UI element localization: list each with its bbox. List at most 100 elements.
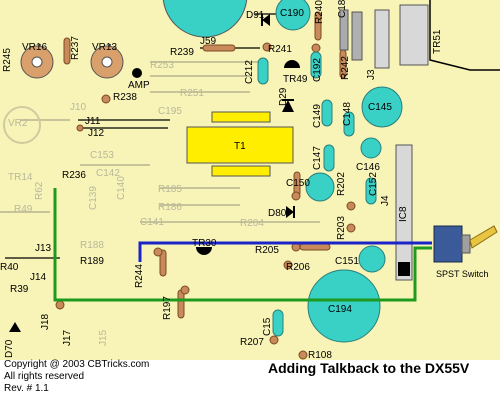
labels: VR16 VR13 R237 R245 VR2 J59 R239 R253 R2… — [0, 0, 488, 360]
label-j12: J12 — [88, 128, 105, 139]
ic8-chip — [395, 144, 413, 281]
board-edge — [429, 0, 500, 71]
vr16-trimmer — [20, 45, 54, 79]
label-c149: C149 — [312, 104, 323, 128]
label-c148: C148 — [342, 102, 353, 126]
resistor-r240 — [314, 11, 322, 41]
label-r242: R242 — [340, 56, 351, 80]
label-r197: R197 — [162, 296, 173, 320]
board-svg: VR16 VR13 R237 R245 VR2 J59 R239 R253 R2… — [0, 0, 500, 360]
label-r185: R185 — [158, 184, 182, 195]
rights-line: All rights reserved — [4, 371, 85, 382]
label-j59: J59 — [200, 36, 217, 47]
label-vr13: VR13 — [92, 42, 117, 53]
component-c18-b — [339, 9, 349, 51]
label-c192: C192 — [312, 58, 323, 82]
label-j13: J13 — [35, 243, 52, 254]
blue-wire — [138, 241, 432, 262]
label-r237: R237 — [70, 36, 81, 60]
diode-d91 — [261, 14, 270, 26]
diagram-title: Adding Talkback to the DX55V — [268, 360, 470, 376]
label-r202: R202 — [336, 172, 347, 196]
label-spst-switch: SPST Switch — [436, 269, 488, 279]
label-vr16: VR16 — [22, 42, 47, 53]
label-r238: R238 — [113, 92, 137, 103]
revision-line: Rev. # 1.1 — [4, 383, 49, 394]
diode-d29 — [282, 99, 294, 112]
label-j15: J15 — [98, 329, 109, 346]
label-r186: R186 — [158, 202, 182, 213]
label-r241: R241 — [268, 44, 292, 55]
label-c150: C150 — [286, 178, 310, 189]
component-j3 — [374, 9, 390, 69]
resistor-r205 — [299, 243, 331, 251]
label-r203: R203 — [336, 216, 347, 240]
label-r62: R62 — [34, 181, 45, 200]
amp-test-point — [132, 68, 142, 78]
label-r244: R244 — [134, 264, 145, 288]
footer-area — [0, 360, 500, 400]
vr2-trimmer — [3, 106, 41, 144]
label-r253: R253 — [150, 60, 174, 71]
label-c145: C145 — [368, 102, 392, 113]
label-ic8: IC8 — [398, 206, 409, 222]
electrolytic-caps — [275, 0, 403, 343]
label-c146: C146 — [356, 162, 380, 173]
transformer-t1 — [186, 111, 294, 177]
label-tr51: TR51 — [432, 29, 443, 54]
resistor-r197 — [177, 289, 185, 319]
transistor-tr30 — [196, 247, 212, 255]
label-r236: R236 — [62, 170, 86, 181]
label-c142: C142 — [96, 168, 120, 179]
label-j4: J4 — [380, 195, 391, 206]
label-d91: D91 — [246, 10, 265, 21]
label-j10: J10 — [70, 102, 87, 113]
label-c212: C212 — [244, 60, 255, 84]
label-r205: R205 — [255, 245, 279, 256]
label-tr30: TR30 — [192, 238, 217, 249]
label-c151: C151 — [335, 256, 359, 267]
label-vr2: VR2 — [8, 118, 28, 129]
label-d29: D29 — [278, 87, 289, 106]
copyright-block: Copyright @ 2003 CBTricks.com All rights… — [4, 359, 149, 395]
resistor-r244 — [159, 249, 167, 277]
faint-traces — [0, 61, 320, 223]
label-d70: D70 — [4, 339, 15, 358]
label-r204: R204 — [240, 218, 264, 229]
label-c195: C195 — [158, 106, 182, 117]
diode-d70 — [9, 322, 21, 332]
label-r240: R240 — [314, 0, 325, 24]
ic8-pin1 — [398, 262, 410, 276]
capacitor-group — [257, 51, 377, 337]
label-r39: R39 — [10, 284, 29, 295]
label-c147: C147 — [312, 146, 323, 170]
label-j18: J18 — [40, 313, 51, 330]
capacitor-top-large — [162, 0, 248, 38]
label-c190: C190 — [280, 8, 304, 19]
label-amp: AMP — [128, 80, 150, 91]
label-r239: R239 — [170, 47, 194, 58]
component-tr51 — [399, 4, 429, 66]
label-tr49: TR49 — [283, 74, 308, 85]
label-c153: C153 — [90, 150, 114, 161]
label-r189: R189 — [80, 256, 104, 267]
component-c18 — [351, 11, 363, 61]
label-tr14: TR14 — [8, 172, 33, 183]
copyright-line: Copyright @ 2003 CBTricks.com — [4, 359, 150, 370]
spst-switch — [433, 225, 498, 263]
label-j11: J11 — [85, 116, 101, 127]
resistor-r237 — [63, 37, 71, 65]
resistor-r239 — [202, 44, 236, 52]
label-r188: R188 — [80, 240, 104, 251]
label-c141: C141 — [140, 217, 164, 228]
label-j17: J17 — [62, 329, 73, 346]
label-r40: R40 — [0, 262, 19, 273]
label-r108: R108 — [308, 350, 332, 360]
label-j14: J14 — [30, 272, 47, 283]
label-d80: D80 — [268, 208, 287, 219]
label-t1: T1 — [234, 141, 246, 152]
label-c140: C140 — [116, 176, 127, 200]
label-r49: R49 — [14, 204, 33, 215]
label-j3: J3 — [366, 69, 377, 80]
